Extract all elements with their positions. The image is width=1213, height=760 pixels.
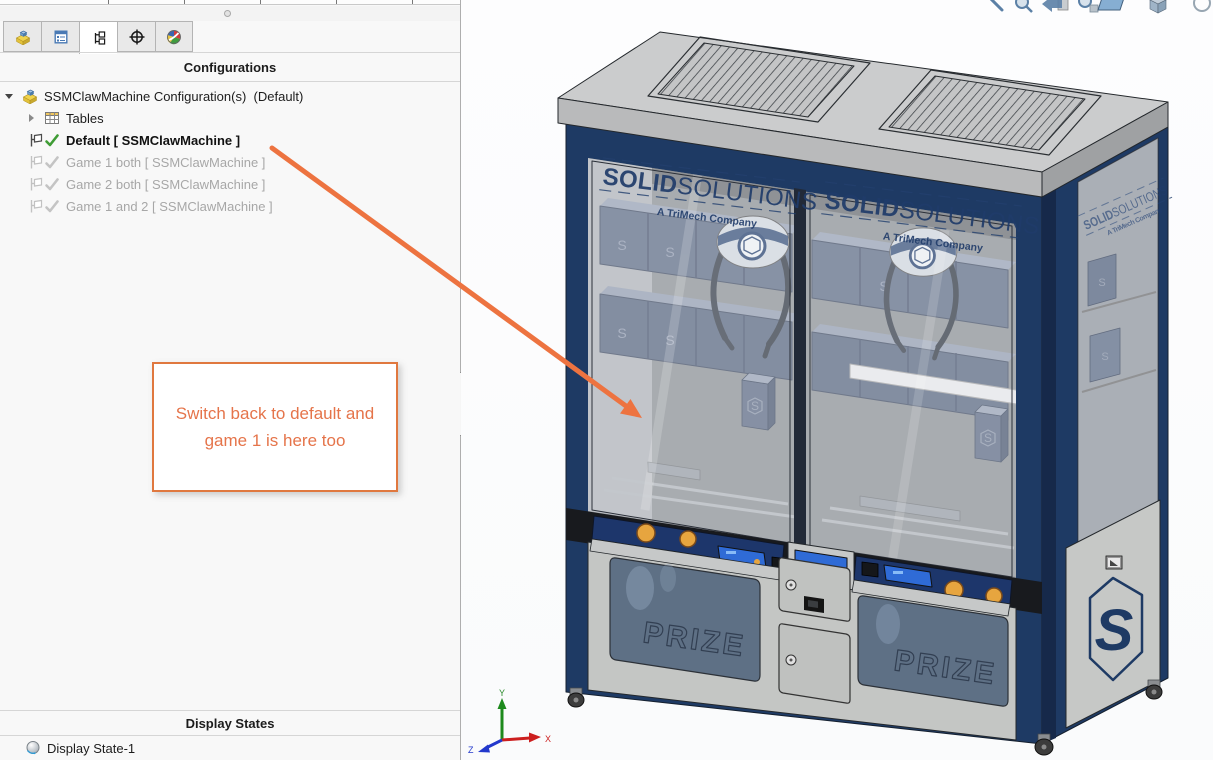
tab-display-manager[interactable]: [155, 21, 193, 52]
claw-machine-model[interactable]: S S S S S S: [461, 0, 1213, 760]
panel-collapse-handle-icon[interactable]: [224, 10, 231, 17]
tab-feature-manager[interactable]: [3, 21, 41, 52]
dimxpert-manager-icon: [129, 29, 144, 44]
toolbar-separator-ticks: [33, 0, 433, 4]
configurations-root-icon: [22, 89, 38, 104]
machine-cabinet[interactable]: S S S S S S: [557, 31, 1177, 756]
tree-item-config-game1and2[interactable]: Game 1 and 2 [ SSMClawMachine ]: [0, 195, 460, 217]
inactive-check-icon: [45, 156, 59, 169]
tree-item-config-game1both[interactable]: Game 1 both [ SSMClawMachine ]: [0, 151, 460, 173]
expand-collapse-icon[interactable]: [5, 93, 13, 99]
configuration-tree: SSMClawMachine Configuration(s) (Default…: [0, 85, 460, 217]
display-state-label: Display State-1: [47, 740, 136, 756]
panel-drag-row[interactable]: [0, 6, 460, 21]
tree-item-label: SSMClawMachine Configuration(s) (Default…: [44, 88, 304, 104]
tree-item-label: Game 1 both [ SSMClawMachine ]: [66, 154, 266, 170]
tree-item-label: Tables: [66, 110, 104, 126]
display-state-item[interactable]: Display State-1: [0, 737, 460, 759]
standing-box: [741, 372, 776, 431]
tab-property-manager[interactable]: [41, 21, 79, 52]
door-right-frame: [809, 194, 1013, 578]
box-logo-letter: S: [1098, 277, 1105, 289]
display-states-header: Display States: [0, 710, 460, 736]
service-door: [778, 623, 851, 704]
door-center-mullion: [794, 188, 806, 582]
orientation-triad: Y X Z: [468, 688, 551, 755]
side-window: S S SOLIDSOLUTIONS A TriMech Company: [1077, 137, 1173, 563]
configuration-flag-icon: [30, 177, 43, 191]
tab-dimxpert-manager[interactable]: [117, 21, 155, 52]
panel-button: [861, 561, 879, 578]
inactive-check-icon: [45, 178, 59, 191]
coin-door: [778, 557, 851, 622]
vent-grille-left: [647, 36, 871, 123]
toolbar-edge-strip: [0, 0, 460, 5]
configuration-flag-icon: [30, 155, 43, 169]
tab-configuration-manager[interactable]: [79, 21, 117, 54]
configuration-flag-icon: [30, 199, 43, 213]
joystick-knob: [679, 530, 697, 548]
side-logo-panel: S: [1065, 499, 1161, 729]
tree-item-label: Game 1 and 2 [ SSMClawMachine ]: [66, 198, 273, 214]
active-check-icon: [45, 134, 59, 147]
claw-left: [710, 215, 792, 359]
display-manager-icon: [166, 29, 181, 44]
triad-x-label: X: [545, 734, 551, 744]
tables-icon: [45, 112, 59, 124]
manager-tab-bar: [3, 21, 193, 54]
hex-logo-outline: [1088, 576, 1144, 682]
graphics-viewport[interactable]: S S S S S S: [461, 0, 1213, 760]
expand-icon[interactable]: [29, 114, 34, 122]
configurations-header: Configurations: [0, 52, 460, 82]
triad-y-label: Y: [499, 688, 505, 698]
property-manager-icon: [54, 30, 68, 44]
inactive-check-icon: [45, 200, 59, 213]
configuration-flag-icon: [30, 133, 43, 147]
machine-cap: [557, 31, 1169, 198]
box-logo-letter: S: [665, 332, 674, 348]
display-state-icon: [26, 741, 40, 755]
box-logo-letter: S: [984, 431, 992, 445]
tree-item-label: Default [ SSMClawMachine ]: [66, 132, 241, 148]
feature-manager-icon: [15, 30, 30, 45]
joystick-knob: [636, 523, 656, 543]
side-logo-letter: S: [1095, 598, 1134, 663]
prize-window-right: [857, 595, 1009, 707]
box-logo-letter: S: [751, 399, 759, 413]
light-bar: [849, 363, 1016, 409]
casters: [567, 679, 1163, 756]
vent-grille-right: [878, 69, 1102, 156]
hud-view-toolbar-icons[interactable]: [989, 0, 1211, 14]
side-edge-shade: [1042, 189, 1056, 744]
tree-item-config-game2both[interactable]: Game 2 both [ SSMClawMachine ]: [0, 173, 460, 195]
box-logo-letter: S: [665, 244, 674, 260]
annotation-text: Switch back to default and game 1 is her…: [175, 404, 375, 450]
tree-item-tables[interactable]: Tables: [0, 107, 460, 129]
annotation-callout-box: Switch back to default and game 1 is her…: [152, 362, 398, 492]
tree-item-label: Game 2 both [ SSMClawMachine ]: [66, 176, 266, 192]
configuration-manager-icon: [94, 31, 105, 45]
triad-z-label: Z: [468, 745, 474, 755]
box-logo-letter: S: [879, 278, 888, 294]
tree-item-config-default[interactable]: Default [ SSMClawMachine ]: [0, 129, 460, 151]
panel-screen: [883, 564, 933, 588]
tree-item-configurations-root[interactable]: SSMClawMachine Configuration(s) (Default…: [0, 85, 460, 107]
box-logo-letter: S: [1101, 351, 1108, 363]
